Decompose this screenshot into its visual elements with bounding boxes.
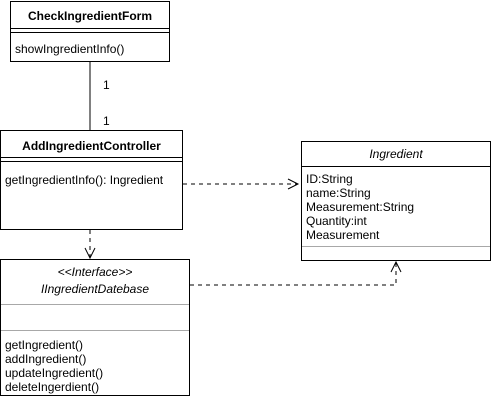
operation: updateIngredient() [5, 366, 104, 380]
multiplicity-label: 1 [103, 78, 110, 92]
operation: getIngredientInfo(): Ingredient [5, 173, 164, 187]
interface-ingredient-database[interactable]: <<Interface>> IIngredientDatebase getIng… [0, 259, 190, 396]
class-name: Ingredient [369, 147, 423, 161]
interface-name: IIngredientDatebase [40, 282, 150, 296]
class-add-ingredient-controller[interactable]: AddIngredientController getIngredientInf… [0, 130, 183, 230]
class-name: AddIngredientController [22, 139, 161, 153]
attribute: name:String [306, 186, 371, 200]
attribute: Measurement:String [306, 200, 415, 214]
operation: addIngredient() [5, 352, 87, 366]
class-ingredient[interactable]: Ingredient ID:String name:String Measure… [301, 141, 491, 261]
divider [1, 161, 182, 162]
multiplicity-label: 1 [103, 114, 110, 128]
divider [11, 28, 169, 29]
operation: deleteIngerdient() [5, 380, 100, 394]
divider [1, 330, 189, 331]
divider [1, 157, 182, 158]
stereotype-label: <<Interface>> [57, 265, 133, 279]
divider [11, 32, 169, 33]
dependency-interface-ingredient [190, 262, 397, 286]
attribute: Quantity:int [306, 214, 367, 228]
class-check-ingredient-form[interactable]: CheckIngredientForm showIngredientInfo() [10, 1, 170, 62]
class-name: CheckIngredientForm [27, 9, 153, 23]
divider [302, 166, 490, 167]
operation: showIngredientInfo() [15, 42, 125, 56]
attribute: ID:String [306, 172, 353, 186]
divider [302, 246, 490, 247]
divider [1, 304, 189, 305]
dependency-arrowhead [287, 178, 300, 190]
attribute: Measurement [306, 228, 380, 242]
dependency-arrowhead [390, 260, 402, 273]
operation: getIngredient() [5, 338, 84, 352]
dependency-arrowhead [84, 247, 96, 260]
